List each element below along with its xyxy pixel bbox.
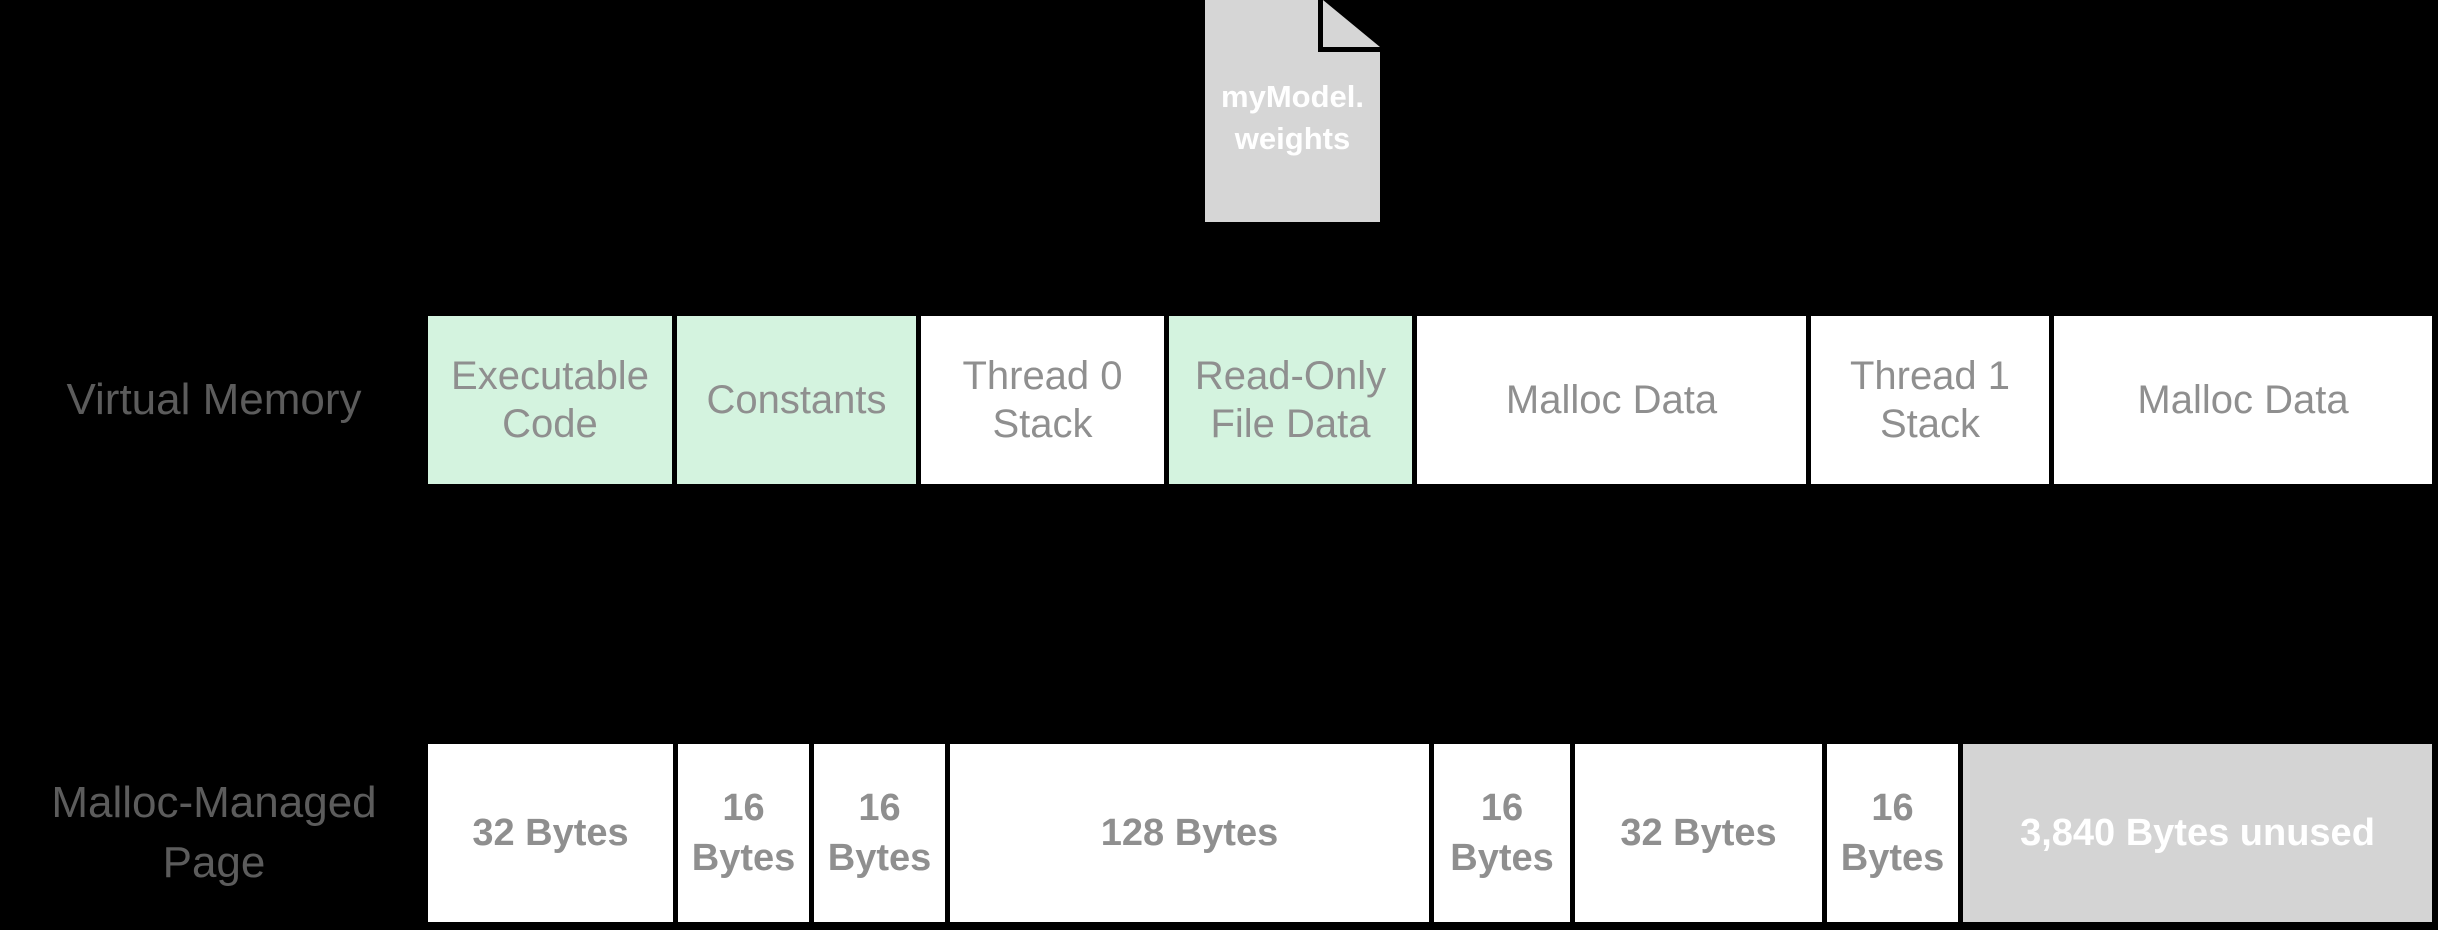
segment-label: 32 Bytes <box>472 812 629 854</box>
malloc-page-row-label-line2: Page <box>162 838 266 887</box>
segment-32-bytes: 32 Bytes <box>1575 744 1822 922</box>
file-name-line1: myModel. <box>1221 79 1364 114</box>
file-name-line2: weights <box>1234 121 1351 156</box>
segment-label: Malloc Data <box>2137 378 2349 422</box>
segment-constants: Constants <box>677 316 916 484</box>
segment-128-bytes: 128 Bytes <box>950 744 1429 922</box>
virtual-memory-row-label-text: Virtual Memory <box>66 375 362 424</box>
virtual-memory-row-label: Virtual Memory <box>0 316 428 484</box>
segment-32-bytes: 32 Bytes <box>428 744 673 922</box>
segment-malloc-data: Malloc Data <box>2054 316 2432 484</box>
malloc-page-row-label-line1: Malloc-Managed <box>51 778 377 827</box>
segment-label: Constants <box>706 378 887 422</box>
segment-3-840-bytes-unused: 3,840 Bytes unused <box>1963 744 2432 922</box>
malloc-page-row-label: Malloc-Managed Page <box>0 744 428 922</box>
segment-label: 32 Bytes <box>1620 812 1777 854</box>
segment-label: Malloc Data <box>1505 378 1718 422</box>
segment-malloc-data: Malloc Data <box>1417 316 1806 484</box>
segment-label: 3,840 Bytes unused <box>2020 812 2375 854</box>
weights-file-icon: myModel. weights <box>1205 0 1380 222</box>
segment-label: 128 Bytes <box>1100 812 1279 854</box>
file-name-label: myModel. weights <box>1205 0 1380 222</box>
